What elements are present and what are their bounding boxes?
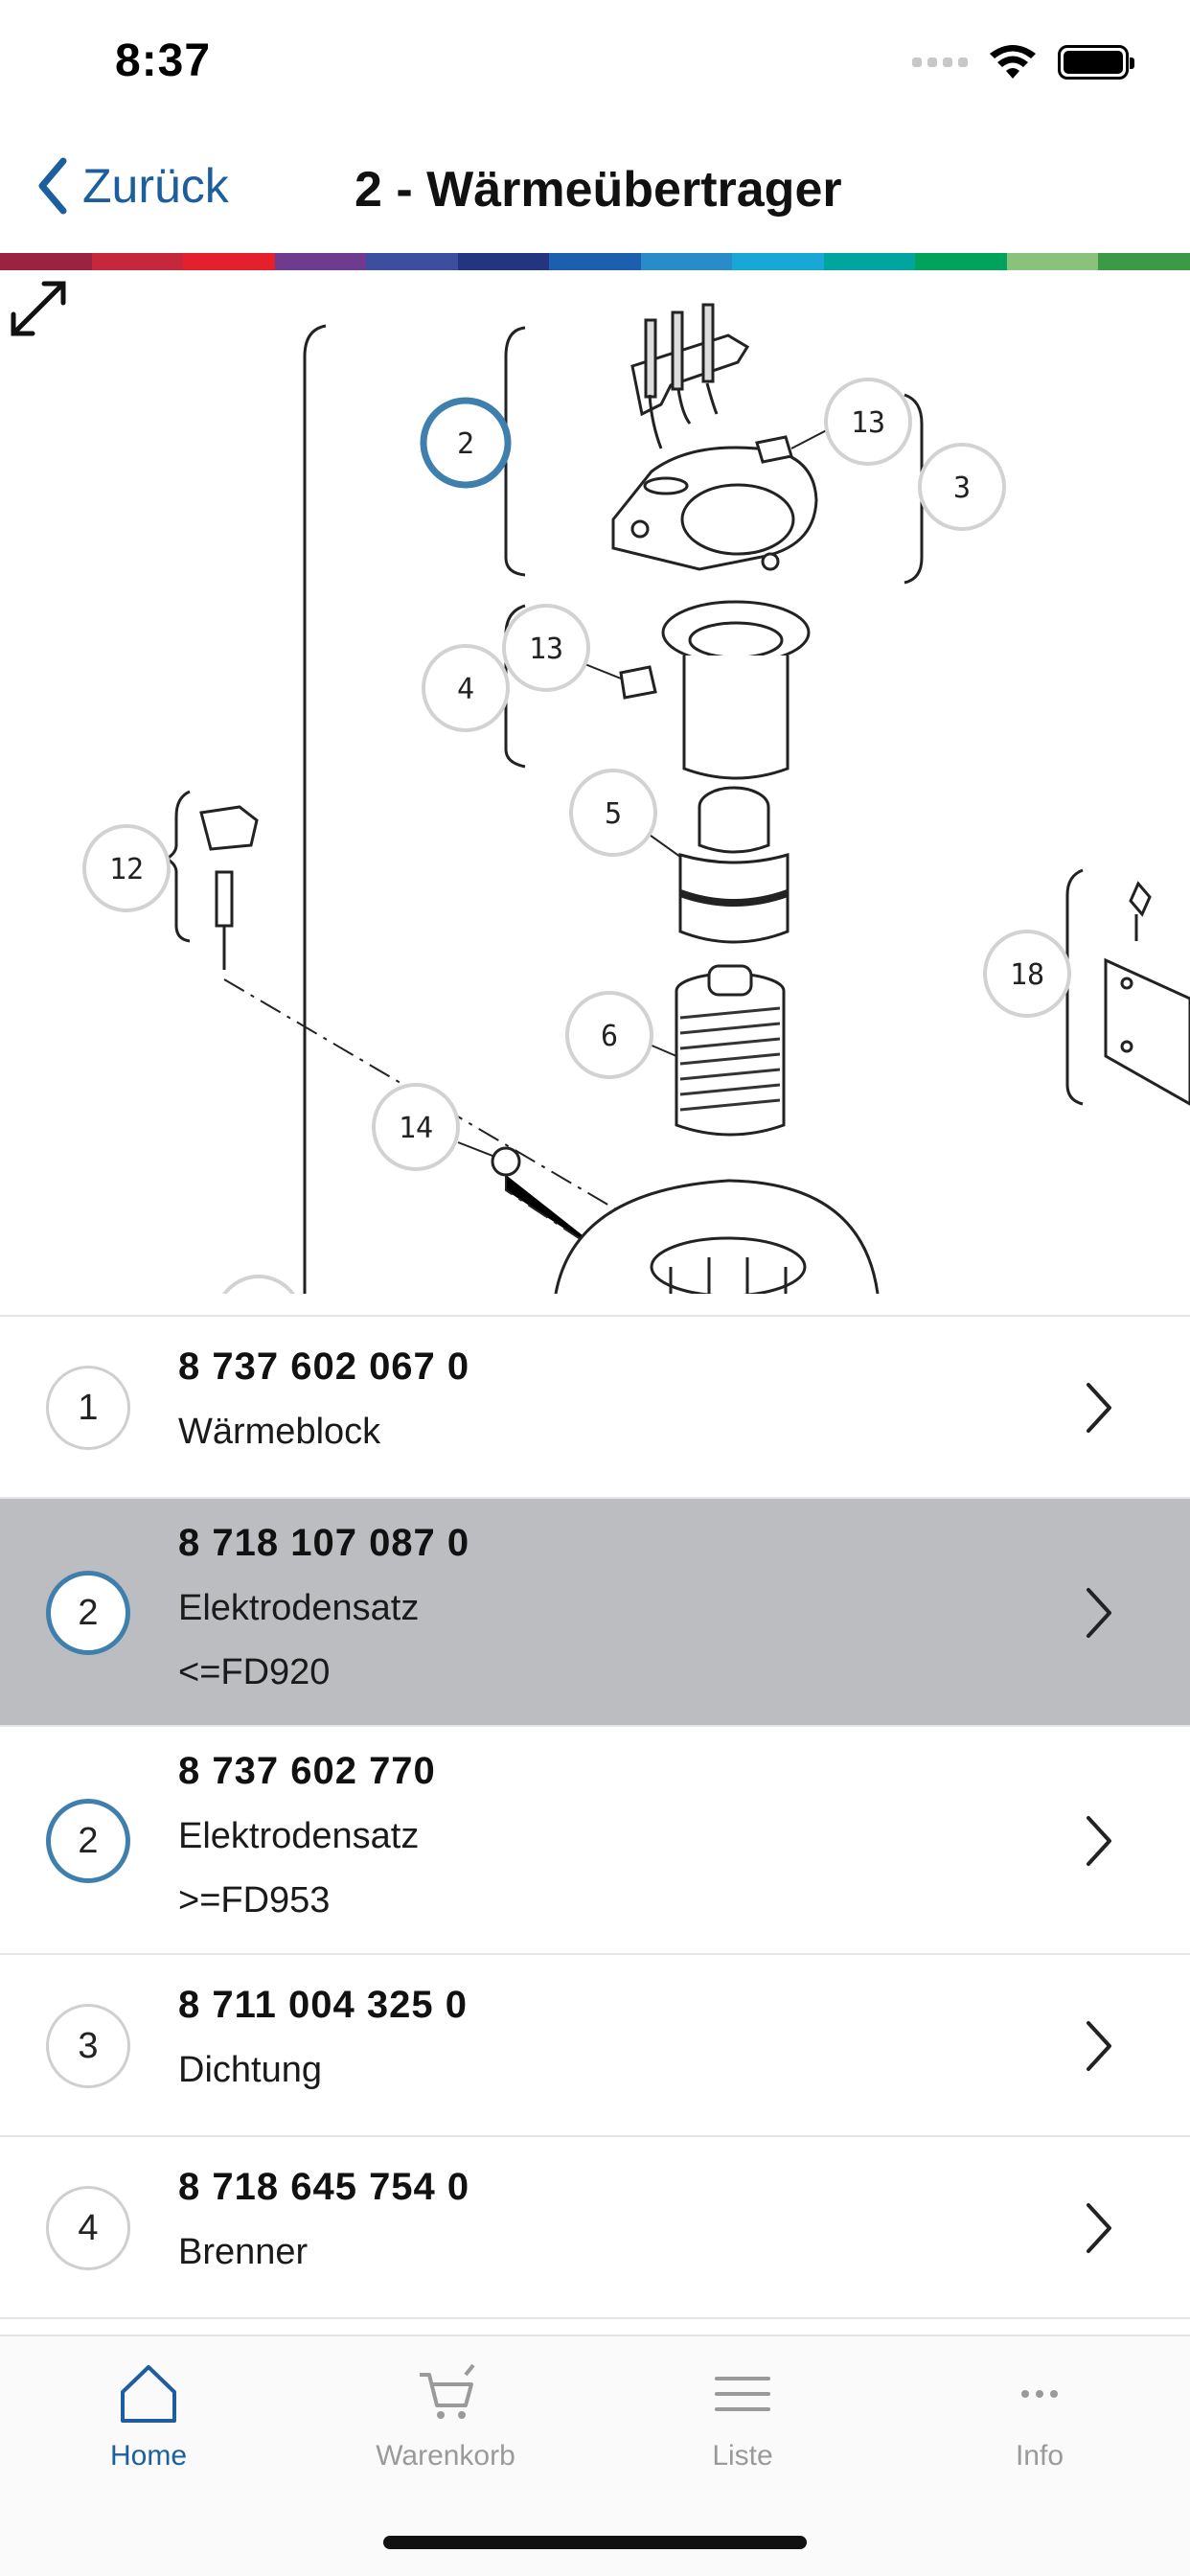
part-name: Elektrodensatz — [178, 1816, 420, 1856]
exploded-drawing: 2 13 3 4 13 5 12 18 6 14 — [82, 303, 1190, 1294]
chevron-right-icon — [1087, 1588, 1111, 1638]
cart-icon — [420, 2363, 475, 2419]
color-strip-segment — [274, 253, 367, 270]
callout-label: 12 — [109, 853, 144, 886]
callout-label: 18 — [1010, 958, 1044, 992]
part-note: <=FD920 — [178, 1652, 331, 1692]
color-strip-segment — [915, 253, 1007, 270]
part-name: Wärmeblock — [178, 1412, 381, 1452]
home-indicator — [383, 2536, 807, 2549]
battery-icon — [1058, 45, 1134, 80]
color-strip-segment — [549, 253, 641, 270]
callout-label: 3 — [953, 472, 971, 505]
back-label: Zurück — [82, 159, 229, 213]
part-number: 8 711 004 325 0 — [178, 1984, 468, 2026]
tab-label: Warenkorb — [376, 2440, 515, 2472]
position-badge: 2 — [46, 1799, 130, 1883]
color-strip-segment — [640, 253, 733, 270]
part-row[interactable]: 2 8 718 107 087 0 Elektrodensatz <=FD920 — [0, 1499, 1190, 1727]
list-icon — [715, 2377, 770, 2411]
page-title: 2 - Wärmeübertrager — [355, 162, 842, 218]
part-number: 8 718 645 754 0 — [178, 2166, 470, 2208]
tab-info[interactable]: Info — [891, 2359, 1188, 2472]
part-note: >=FD953 — [178, 1880, 331, 1920]
part-row[interactable]: 3 8 711 004 325 0 Dichtung — [0, 1955, 1190, 2137]
part-number: 8 737 602 067 0 — [178, 1346, 470, 1388]
color-strip-segment — [823, 253, 916, 270]
color-strip-segment — [91, 253, 184, 270]
tab-warenkorb[interactable]: Warenkorb — [297, 2359, 594, 2472]
callout-label: 2 — [457, 427, 474, 461]
part-number: 8 718 107 087 0 — [178, 1522, 470, 1564]
part-text: 8 711 004 325 0 Dichtung — [178, 1984, 468, 2091]
tab-label: Liste — [712, 2440, 773, 2472]
part-name: Brenner — [178, 2232, 309, 2272]
color-strip-segment — [1006, 253, 1099, 270]
callout-label: 13 — [529, 632, 563, 666]
color-strip-segment — [0, 253, 92, 270]
color-strip-segment — [366, 253, 458, 270]
part-row[interactable]: 4 8 718 645 754 0 Brenner — [0, 2137, 1190, 2319]
color-strip-segment — [183, 253, 275, 270]
part-row[interactable]: 1 8 737 602 067 0 Wärmeblock — [0, 1317, 1190, 1499]
navigation-bar: Zurück 2 - Wärmeübertrager — [0, 134, 1190, 249]
color-strip-segment — [457, 253, 550, 270]
callout-label: 13 — [851, 406, 885, 440]
callout-circle-2-active — [420, 397, 512, 489]
status-icons — [912, 44, 1134, 80]
callout-label: 4 — [457, 673, 474, 706]
chevron-right-icon — [1087, 2021, 1111, 2071]
part-number: 8 737 602 770 — [178, 1750, 436, 1792]
more-icon — [1021, 2390, 1058, 2398]
part-text: 8 718 645 754 0 Brenner — [178, 2166, 469, 2273]
chevron-right-icon — [1087, 1816, 1111, 1866]
part-name: Elektrodensatz — [178, 1588, 420, 1628]
parts-list: 1 8 737 602 067 0 Wärmeblock 2 8 718 107 087… — [0, 1315, 1190, 2334]
status-bar: 8:37 — [0, 0, 1190, 125]
expand-icon[interactable] — [0, 270, 77, 347]
tab-label: Home — [109, 2440, 188, 2472]
part-name: Dichtung — [178, 2050, 322, 2090]
position-badge: 1 — [46, 1366, 130, 1450]
back-button[interactable]: Zurück — [34, 155, 229, 217]
position-badge: 4 — [46, 2186, 130, 2270]
part-text: 8 718 107 087 0 Elektrodensatz <=FD920 — [178, 1522, 469, 1693]
chevron-right-icon — [1087, 2203, 1111, 2253]
callout-label: 14 — [399, 1112, 433, 1145]
chevron-left-icon — [38, 157, 67, 215]
status-time: 8:37 — [115, 35, 212, 86]
tab-bar: Home Warenkorb Liste Info — [0, 2334, 1190, 2576]
color-strip-segment — [1098, 253, 1190, 270]
position-badge: 2 — [46, 1571, 130, 1655]
position-badge: 3 — [46, 2004, 130, 2088]
chevron-right-icon — [1087, 1383, 1111, 1433]
exploded-view-diagram[interactable]: 2 13 3 4 13 5 12 18 6 14 — [0, 270, 1190, 1294]
part-text: 8 737 602 067 0 Wärmeblock — [178, 1346, 469, 1453]
brand-color-strip — [0, 253, 1190, 270]
callout-label: 5 — [605, 797, 622, 831]
home-icon — [121, 2365, 176, 2423]
tab-home[interactable]: Home — [0, 2359, 297, 2472]
cellular-signal-icon — [912, 58, 968, 67]
tab-label: Info — [1015, 2440, 1064, 2472]
callout-label: 6 — [601, 1020, 618, 1053]
tab-liste[interactable]: Liste — [594, 2359, 891, 2472]
wifi-icon — [990, 45, 1036, 79]
color-strip-segment — [732, 253, 824, 270]
